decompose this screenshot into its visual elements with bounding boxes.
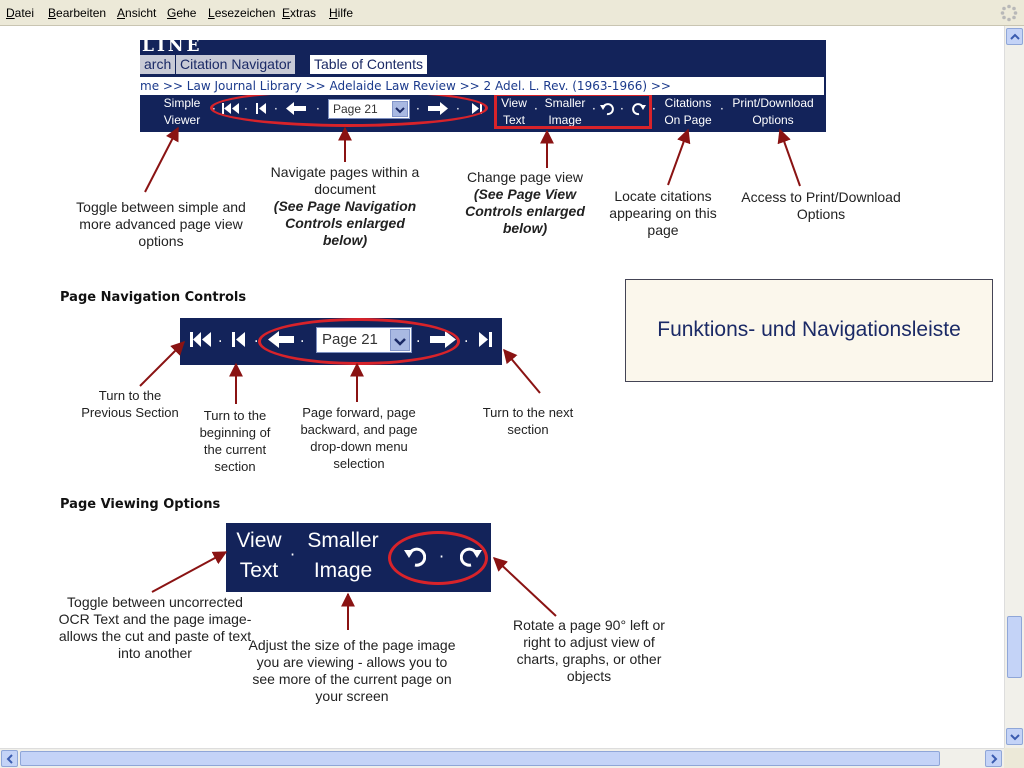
caption-adjust-size: Adjust the size of the page image you ar… — [248, 637, 456, 704]
caption-forward-back: Page forward, page backward, and page dr… — [300, 405, 418, 471]
section-title-navigation: Page Navigation Controls — [60, 290, 247, 305]
arrow-simple-viewer — [144, 126, 179, 193]
view-text-label-2: Text — [239, 559, 279, 582]
rotate-highlight-oval — [388, 531, 488, 585]
page-navigation-controls: · · · Page 21 · · — [180, 318, 502, 365]
menu-gehe[interactable]: Gehe — [167, 6, 197, 20]
section-start-icon[interactable] — [232, 331, 246, 348]
print-download-label-1: Print/Download — [732, 96, 814, 110]
citations-label-1: Citations — [664, 96, 712, 110]
separator-dot: · — [290, 545, 296, 564]
caption-change-view-note: (See Page View Controls enlarged below) — [465, 186, 585, 236]
vertical-scroll-thumb[interactable] — [1007, 616, 1022, 678]
citations-on-page-button[interactable]: Citations On Page — [660, 95, 716, 129]
view-text-label-1: View — [236, 529, 282, 552]
menu-datei[interactable]: Datei — [6, 6, 35, 20]
breadcrumb[interactable]: me >> Law Journal Library >> Adelaide La… — [140, 77, 824, 95]
print-download-label-2: Options — [752, 113, 794, 127]
caption-rotate: Rotate a page 90° left or right to adjus… — [513, 617, 665, 684]
arrow-previous-section — [139, 341, 185, 387]
scroll-up-button[interactable] — [1006, 28, 1023, 45]
scroll-right-button[interactable] — [985, 750, 1002, 767]
menu-extras[interactable]: Extras — [282, 6, 317, 20]
separator-dot: · — [464, 334, 469, 350]
scroll-left-button[interactable] — [1, 750, 18, 767]
smaller-image-label-1: Smaller — [307, 529, 379, 552]
simple-viewer-label-2: Viewer — [163, 113, 201, 127]
callout-text: Funktions- und Navigationsleiste — [657, 318, 961, 341]
throbber-icon — [1000, 4, 1018, 22]
horizontal-scrollbar[interactable] — [0, 748, 1004, 768]
caption-next-section: Turn to the next section — [482, 405, 574, 437]
chevron-left-icon — [6, 754, 13, 764]
caption-change-view: Change page view (See Page View Controls… — [454, 169, 596, 237]
separator-dot: · — [592, 102, 596, 116]
site-logo: LINE — [142, 36, 203, 56]
browser-menubar: Datei Bearbeiten Ansicht Gehe Lesezeiche… — [0, 0, 1024, 26]
view-highlight-box — [494, 93, 652, 129]
caption-navigate-text: Navigate pages within a document — [270, 164, 420, 197]
print-download-button[interactable]: Print/Download Options — [726, 95, 820, 129]
citations-label-2: On Page — [664, 113, 712, 127]
arrow-rotate — [492, 557, 557, 617]
menu-bearbeiten[interactable]: Bearbeiten — [48, 6, 107, 20]
vertical-scrollbar[interactable] — [1004, 26, 1024, 748]
section-title-viewing: Page Viewing Options — [60, 497, 221, 512]
caption-navigate-note: (See Page Navigation Controls enlarged b… — [273, 198, 417, 248]
tab-search[interactable]: arch — [140, 55, 176, 74]
caption-change-view-text: Change page view — [467, 169, 583, 185]
separator-dot: · — [620, 102, 624, 116]
arrow-toggle-ocr — [151, 551, 228, 593]
caption-simple-viewer: Toggle between simple and more advanced … — [76, 199, 246, 249]
tab-table-of-contents[interactable]: Table of Contents — [310, 55, 427, 74]
separator-dot: · — [720, 102, 724, 116]
caption-citations: Locate citations appearing on this page — [609, 188, 717, 238]
smaller-image-label-2: Image — [313, 559, 373, 582]
arrow-citations — [667, 128, 691, 186]
smaller-image-label-1: Smaller — [544, 96, 586, 110]
smaller-image-button[interactable]: Smaller Image — [302, 526, 384, 586]
nav-highlight-oval — [258, 318, 460, 365]
separator-dot: · — [254, 334, 259, 350]
horizontal-scroll-thumb[interactable] — [20, 751, 940, 766]
view-text-button[interactable]: View Text — [232, 526, 286, 586]
scrollbar-corner — [1004, 748, 1024, 768]
arrow-next-section — [503, 348, 541, 394]
scroll-down-button[interactable] — [1006, 728, 1023, 745]
caption-previous-section: Turn to the Previous Section — [81, 388, 179, 420]
view-text-button[interactable]: View Text — [496, 95, 532, 129]
caption-section-beginning: Turn to the beginning of the current sec… — [199, 408, 271, 474]
caption-print: Access to Print/Download Options — [741, 189, 901, 222]
rotate-right-icon[interactable] — [632, 102, 646, 116]
view-text-label-1: View — [501, 96, 527, 110]
chevron-right-icon — [991, 754, 998, 764]
caption-navigate: Navigate pages within a document (See Pa… — [262, 164, 428, 249]
arrow-print — [777, 128, 801, 187]
chevron-down-icon — [1010, 734, 1020, 741]
next-section-icon[interactable] — [478, 331, 492, 348]
smaller-image-button[interactable]: Smaller Image — [540, 95, 590, 129]
view-text-label-2: Text — [502, 113, 525, 127]
caption-toggle-ocr: Toggle between uncorrected OCR Text and … — [58, 594, 252, 661]
tab-citation-navigator[interactable]: Citation Navigator — [176, 55, 296, 74]
rotate-left-icon[interactable] — [600, 102, 614, 116]
chevron-up-icon — [1010, 33, 1020, 40]
separator-dot: · — [218, 334, 223, 350]
simple-viewer-label-1: Simple — [163, 96, 201, 110]
separator-dot: · — [652, 102, 656, 116]
callout-box: Funktions- und Navigationsleiste — [625, 279, 993, 382]
simple-viewer-button[interactable]: Simple Viewer — [154, 95, 210, 129]
first-section-icon[interactable] — [190, 331, 212, 348]
page-viewing-options: View Text · Smaller Image · — [226, 523, 491, 592]
menu-hilfe[interactable]: Hilfe — [329, 6, 354, 20]
separator-dot: · — [534, 102, 538, 116]
menu-lesezeichen[interactable]: Lesezeichen — [208, 6, 276, 20]
menu-ansicht[interactable]: Ansicht — [117, 6, 157, 20]
smaller-image-label-2: Image — [548, 113, 582, 127]
